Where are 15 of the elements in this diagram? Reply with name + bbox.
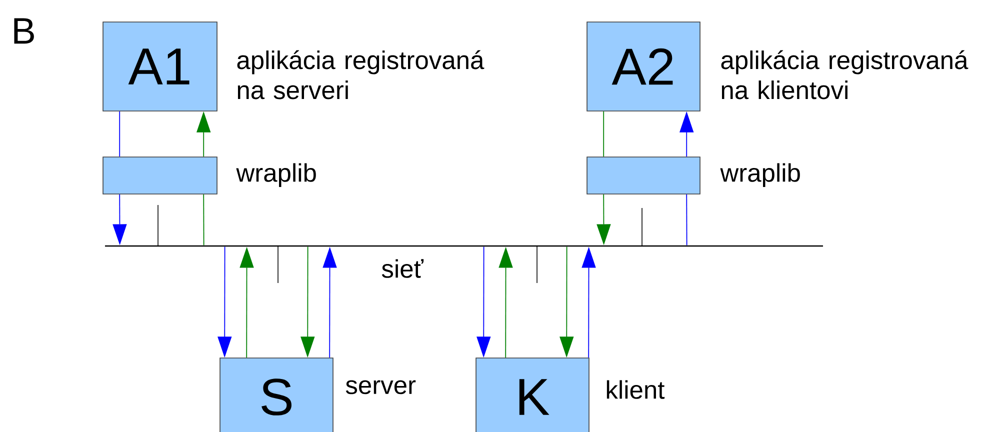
node-caption: server [346, 380, 416, 394]
node-caption: aplikácia registrovaná na serveri [237, 50, 484, 100]
host-box: S [220, 358, 334, 432]
app-box: A1 [102, 22, 218, 112]
node-caption: aplikácia registrovaná na klientovi [721, 50, 968, 100]
host-box: K [476, 358, 590, 432]
node-caption: klient [606, 380, 665, 399]
library-box [102, 156, 218, 194]
node-caption: sieť [382, 259, 424, 278]
node-caption: wraplib [236, 163, 316, 187]
app-box: A2 [586, 22, 700, 112]
panel-letter: B [14, 18, 34, 44]
library-box [586, 156, 700, 194]
node-caption: wraplib [720, 163, 800, 187]
network-line [105, 245, 823, 247]
